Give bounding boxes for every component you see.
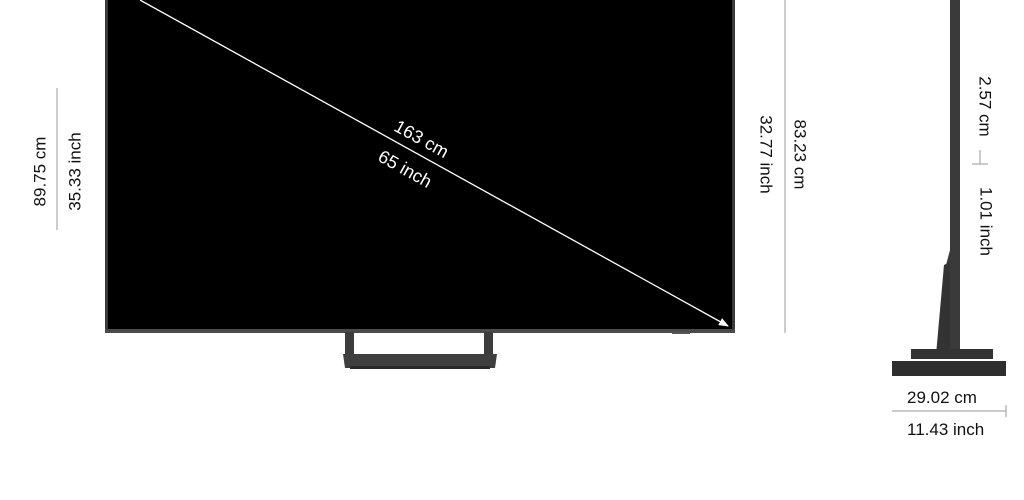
diagonal-dimension-line bbox=[139, 0, 729, 327]
screen-height-cm-label: 83.23 cm bbox=[790, 119, 810, 190]
ir-sensor bbox=[672, 332, 690, 334]
stand-depth-cm-label: 29.02 cm bbox=[907, 388, 977, 407]
side-stand-top bbox=[911, 349, 993, 359]
tv-side-view bbox=[892, 0, 1007, 417]
total-height-inch-label: 35.33 inch bbox=[65, 132, 85, 211]
stand-depth-inch-label: 11.43 inch bbox=[907, 420, 985, 439]
tv-front-view bbox=[105, 0, 735, 369]
total-height-cm-label: 89.75 cm bbox=[30, 136, 50, 207]
side-stand-base bbox=[892, 361, 1006, 376]
tv-bottom-edge bbox=[105, 329, 735, 333]
tv-screen bbox=[108, 0, 732, 329]
tv-stand-front bbox=[343, 332, 497, 369]
screen-height-inch-label: 32.77 inch bbox=[756, 115, 776, 194]
side-depth-cm-label: 2.57 cm bbox=[975, 76, 995, 137]
side-depth-inch-label: 1.01 inch bbox=[976, 187, 996, 256]
